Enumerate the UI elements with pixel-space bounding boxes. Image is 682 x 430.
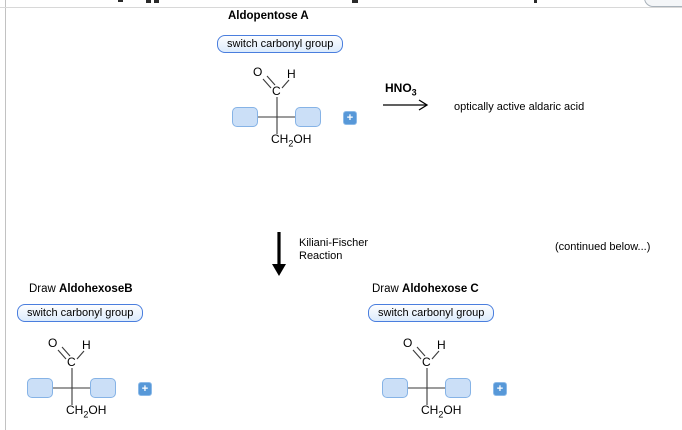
ch2oh-label: CH2OH	[271, 132, 312, 149]
cutoff-text-fragment	[118, 0, 123, 2]
cutoff-toolbar-button	[644, 0, 682, 7]
left-border-line	[5, 0, 6, 430]
top-separator-line	[0, 7, 682, 8]
atom-c-label: C	[422, 355, 431, 369]
atom-c-label: C	[272, 84, 281, 98]
substituent-slot-right[interactable]	[445, 378, 471, 398]
draw-aldohexose-b-title: Draw AldohexoseB	[29, 283, 133, 295]
ch2oh-label: CH2OH	[421, 403, 462, 420]
substituent-slot-left[interactable]	[27, 378, 53, 398]
plus-icon: +	[496, 382, 504, 395]
add-group-button[interactable]: +	[343, 111, 357, 125]
reaction-name-line1: Kiliani-Fischer	[299, 237, 369, 249]
reaction-name-line2: Reaction	[299, 250, 343, 262]
product-label: optically active aldaric acid	[454, 101, 585, 113]
add-group-button[interactable]: +	[493, 382, 507, 396]
cutoff-text-fragment	[154, 0, 159, 3]
cutoff-text-fragment	[146, 0, 151, 3]
substituent-slot-right[interactable]	[90, 378, 116, 398]
down-arrow-icon	[272, 232, 286, 276]
right-arrow-icon	[383, 99, 429, 111]
cutoff-text-fragment	[534, 0, 537, 3]
draw-aldohexose-c-title: Draw Aldohexose C	[372, 283, 479, 295]
reagent-label: HNO3	[385, 81, 417, 98]
atom-o-label: O	[403, 336, 413, 350]
substituent-slot-left[interactable]	[382, 378, 408, 398]
atom-o-label: O	[48, 336, 58, 350]
atom-c-label: C	[67, 355, 76, 369]
add-group-button[interactable]: +	[138, 382, 152, 396]
reaction-name-label: Kiliani-Fischer Reaction	[299, 237, 368, 263]
substituent-slot-left[interactable]	[232, 107, 258, 127]
structure-aldohexose-c: O H C CH2OH +	[375, 332, 515, 427]
continued-note: (continued below...)	[555, 241, 651, 253]
switch-carbonyl-button-b[interactable]: switch carbonyl group	[17, 304, 144, 322]
structure-aldohexose-b: O H C CH2OH +	[20, 332, 160, 427]
atom-h-label: H	[82, 338, 91, 352]
ch2oh-label: CH2OH	[66, 403, 107, 420]
switch-carbonyl-button-c[interactable]: switch carbonyl group	[368, 304, 495, 322]
atom-h-label: H	[437, 338, 446, 352]
cutoff-text-fragment	[352, 0, 358, 3]
atom-h-label: H	[287, 67, 296, 81]
structure-aldopentose-a: O H C CH2OH +	[225, 61, 365, 156]
atom-o-label: O	[253, 65, 263, 79]
switch-carbonyl-button-a[interactable]: switch carbonyl group	[217, 35, 344, 53]
aldopentose-a-title: Aldopentose A	[228, 10, 309, 22]
plus-icon: +	[346, 111, 354, 124]
substituent-slot-right[interactable]	[295, 107, 321, 127]
plus-icon: +	[141, 382, 149, 395]
